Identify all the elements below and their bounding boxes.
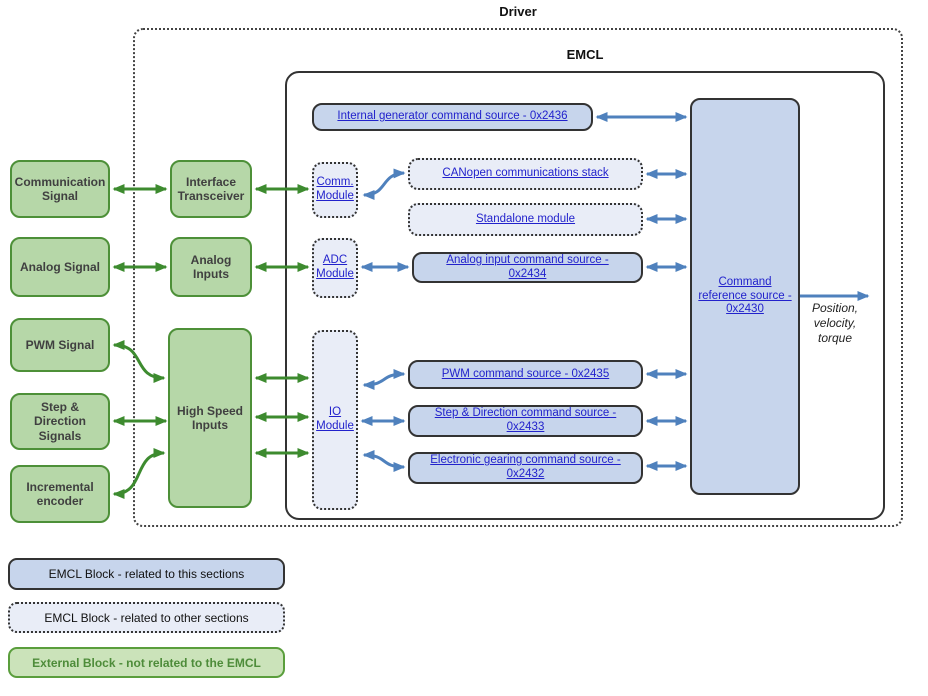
output-label: Position, velocity, torque xyxy=(811,301,859,345)
block-label: PWM Signal xyxy=(25,337,95,352)
block-label: Interface Transceiver xyxy=(177,174,245,203)
block-label: Communication Signal xyxy=(14,174,106,203)
block-electronic-gearing-cmd: Electronic gearing command source - 0x24… xyxy=(408,452,643,484)
canopen-stack-link[interactable]: CANopen communications stack xyxy=(442,167,609,180)
block-analog-inputs: Analog Inputs xyxy=(170,237,252,297)
block-label: Step & Direction Signals xyxy=(33,399,86,443)
driver-title: Driver xyxy=(499,4,537,19)
pwm-cmd-link[interactable]: PWM command source - 0x2435 xyxy=(441,367,610,380)
standalone-module-link[interactable]: Standalone module xyxy=(475,212,576,225)
legend-label: EMCL Block - related to other sections xyxy=(44,610,249,625)
block-analog-input-cmd: Analog input command source - 0x2434 xyxy=(412,252,643,283)
analog-input-cmd-link[interactable]: Analog input command source - 0x2434 xyxy=(446,253,609,280)
adc-module-link[interactable]: ADC Module xyxy=(316,254,354,280)
legend-external-block: External Block - not related to the EMCL xyxy=(8,647,285,678)
block-adc-module: ADC Module xyxy=(312,238,358,298)
command-reference-link[interactable]: Command reference source - 0x2430 xyxy=(698,275,792,316)
block-standalone-module: Standalone module xyxy=(408,203,643,236)
block-canopen-stack: CANopen communications stack xyxy=(408,158,643,190)
block-command-reference: Command reference source - 0x2430 xyxy=(690,98,800,495)
block-pwm-cmd: PWM command source - 0x2435 xyxy=(408,360,643,389)
emcl-boundary xyxy=(285,71,885,520)
block-step-direction-cmd: Step & Direction command source - 0x2433 xyxy=(408,405,643,437)
block-communication-signal: Communication Signal xyxy=(10,160,110,218)
comm-module-link[interactable]: Comm. Module xyxy=(316,176,354,202)
electronic-gearing-cmd-link[interactable]: Electronic gearing command source - 0x24… xyxy=(430,454,621,480)
emcl-title: EMCL xyxy=(566,47,604,62)
block-incremental-encoder: Incremental encoder xyxy=(10,465,110,523)
block-label: Analog Signal xyxy=(19,259,100,274)
block-label: High Speed Inputs xyxy=(176,403,243,432)
block-step-direction-signals: Step & Direction Signals xyxy=(10,393,110,450)
step-direction-cmd-link[interactable]: Step & Direction command source - 0x2433 xyxy=(434,407,617,433)
internal-generator-link[interactable]: Internal generator command source - 0x24… xyxy=(337,110,568,123)
legend-emcl-other-sections: EMCL Block - related to other sections xyxy=(8,602,285,633)
block-comm-module: Comm. Module xyxy=(312,162,358,218)
legend-emcl-this-section: EMCL Block - related to this sections xyxy=(8,558,285,590)
legend-label: EMCL Block - related to this sections xyxy=(48,567,245,581)
legend-label: External Block - not related to the EMCL xyxy=(32,655,261,670)
block-internal-generator-cmd: Internal generator command source - 0x24… xyxy=(312,103,593,131)
driver-boundary xyxy=(133,28,903,527)
block-analog-signal: Analog Signal xyxy=(10,237,110,297)
block-io-module: IO Module xyxy=(312,330,358,510)
block-label: Incremental encoder xyxy=(26,479,94,508)
block-pwm-signal: PWM Signal xyxy=(10,318,110,372)
block-high-speed-inputs: High Speed Inputs xyxy=(168,328,252,508)
block-interface-transceiver: Interface Transceiver xyxy=(170,160,252,218)
io-module-link[interactable]: IO Module xyxy=(316,406,354,432)
block-label: Analog Inputs xyxy=(190,252,232,281)
